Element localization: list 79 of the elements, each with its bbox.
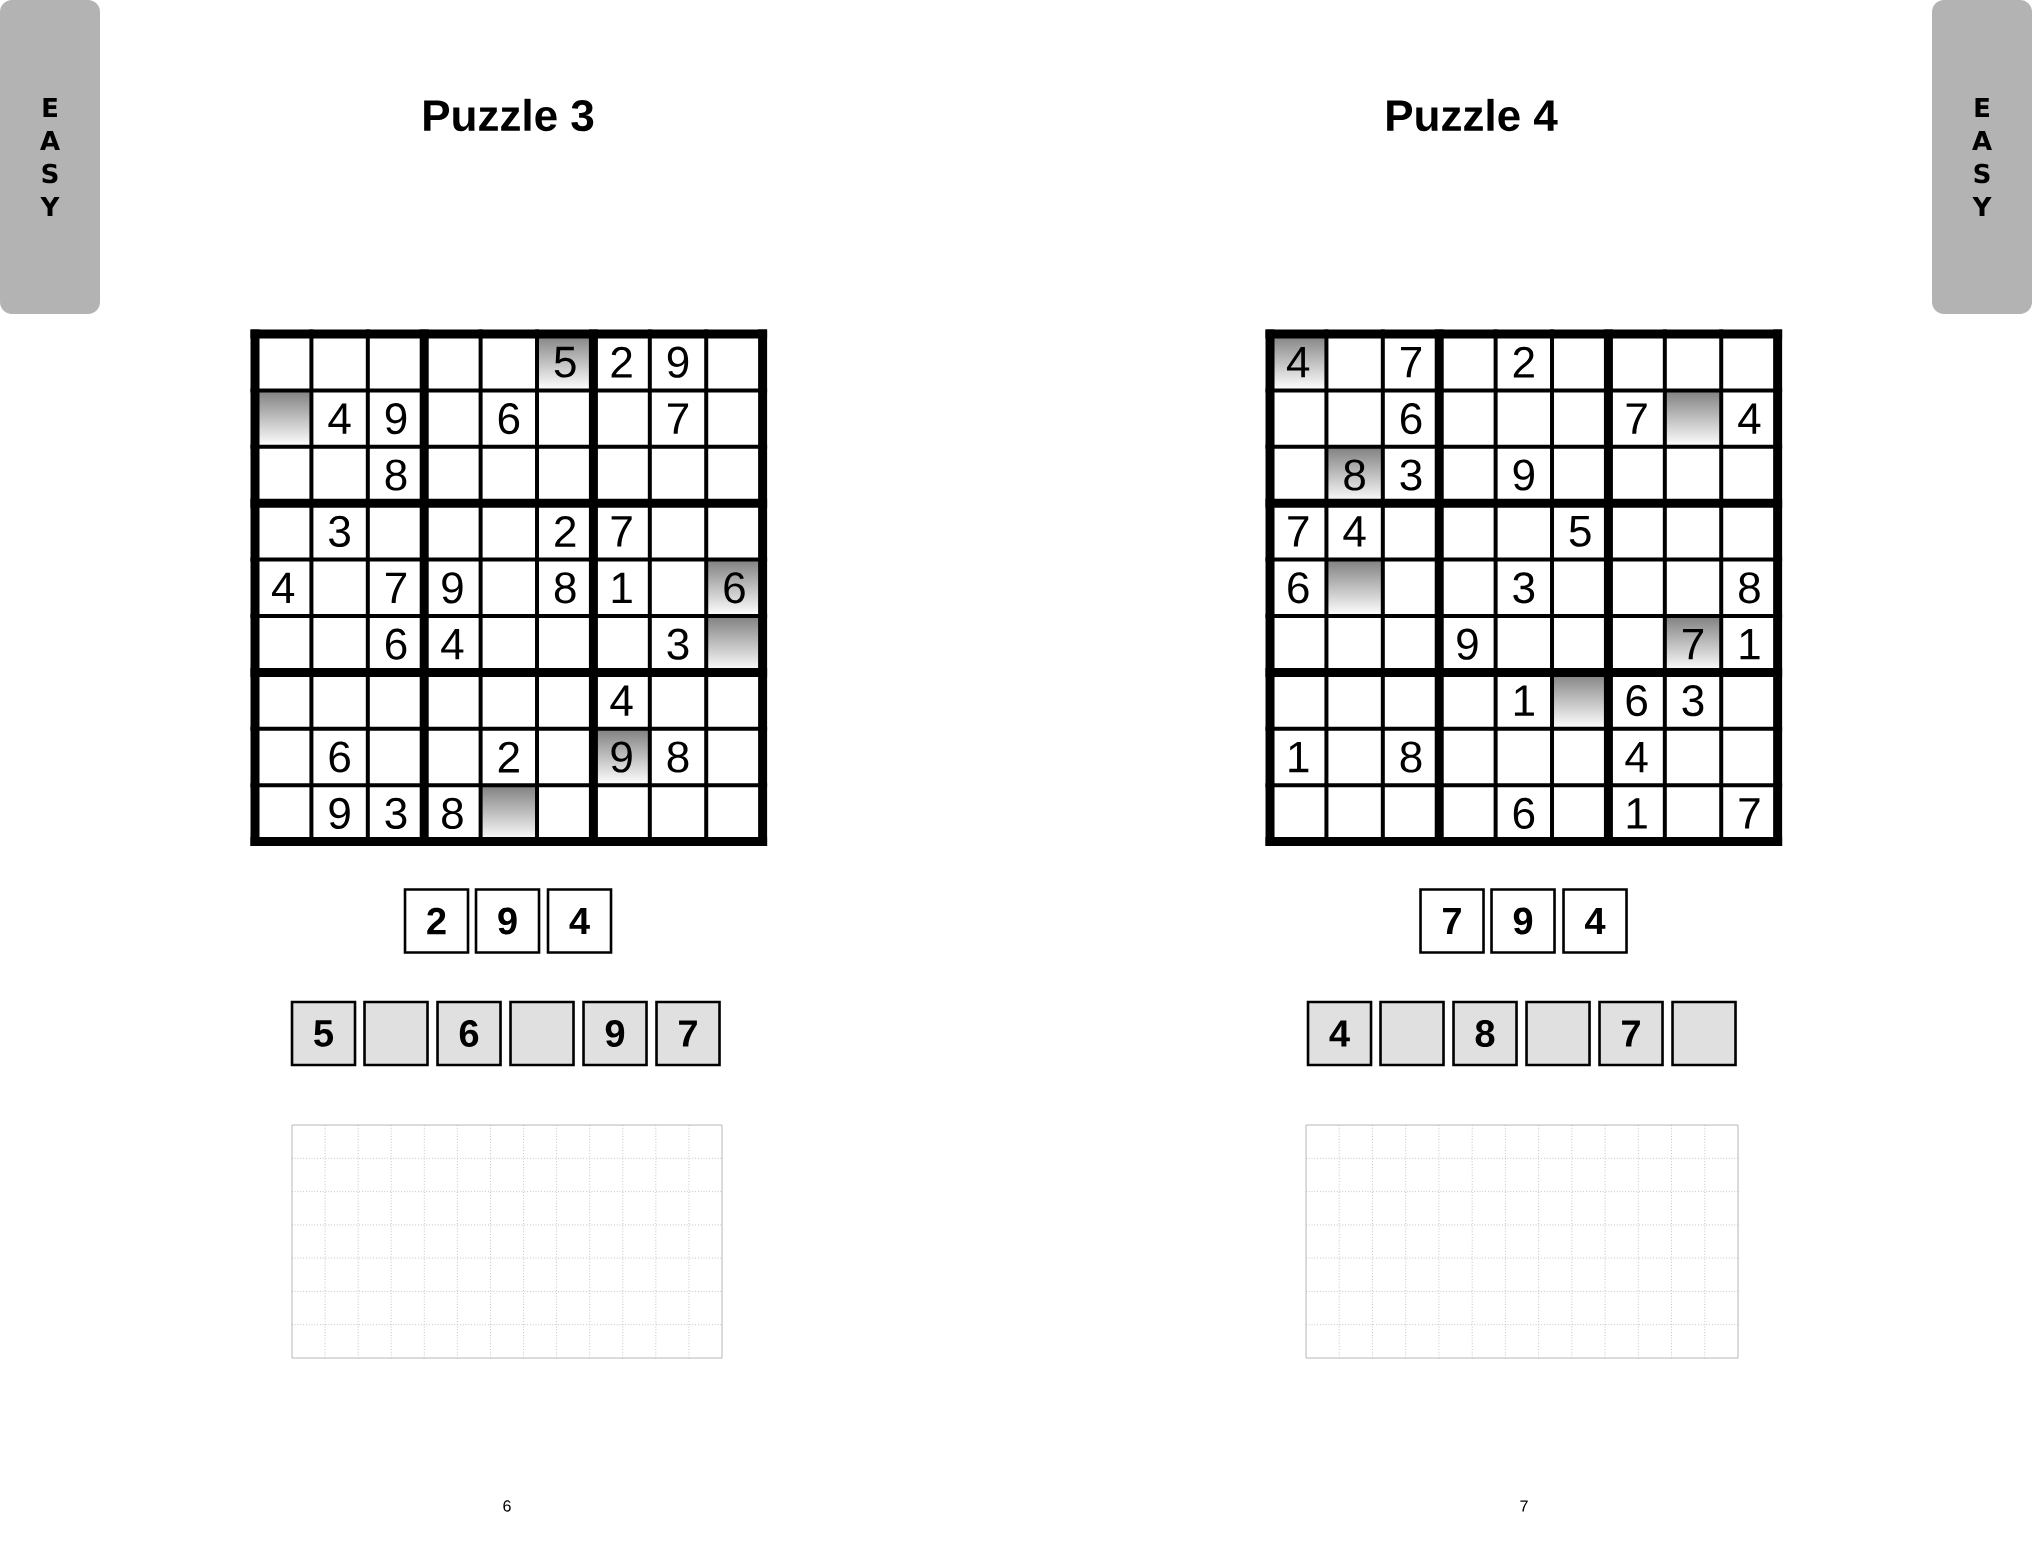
grid-number: 2 — [1513, 346, 1534, 378]
number-box: 2 — [403, 888, 470, 954]
grid-number: 5 — [554, 346, 576, 378]
answer-box: 7 — [1598, 1000, 1664, 1067]
puzzle-title: Puzzle 3 — [424, 98, 594, 132]
grid-number: 9 — [667, 346, 689, 378]
grid-number: 7 — [1401, 347, 1422, 378]
grid-number: 3 — [1513, 572, 1535, 604]
grid-number: 4 — [1738, 403, 1761, 434]
grid-number: 6 — [1626, 685, 1647, 717]
grid-number: 8 — [385, 459, 407, 491]
answer-box: 7 — [655, 1000, 721, 1067]
grid-number: 4 — [1287, 347, 1310, 378]
grid-number: 4 — [1343, 516, 1366, 547]
grid-number: 8 — [554, 572, 576, 604]
side-tab: E A S Y — [1932, 0, 2032, 314]
grid-number: 3 — [385, 797, 407, 829]
number-box: 4 — [1562, 888, 1628, 954]
number-box: 4 — [546, 888, 613, 954]
answer-box — [363, 1000, 429, 1067]
number-box: 9 — [474, 888, 541, 954]
grid-number: 7 — [1683, 629, 1704, 660]
page-number: 7 — [1520, 1500, 1528, 1512]
grid-number: 1 — [612, 572, 632, 603]
grid-number: 6 — [724, 572, 745, 604]
grid-number: 6 — [1401, 403, 1422, 435]
grid-number: 3 — [1400, 459, 1422, 491]
grid-number: 2 — [555, 516, 576, 547]
grid-number: 7 — [1288, 516, 1309, 547]
answer-box — [1379, 1000, 1445, 1067]
grid-number: 9 — [385, 403, 407, 435]
grid-number: 4 — [272, 572, 295, 603]
grid-number: 9 — [1457, 628, 1478, 660]
grid-number: 4 — [441, 629, 464, 660]
answer-box — [1671, 1000, 1737, 1067]
answer-box: 8 — [1452, 1000, 1518, 1067]
answer-box: 6 — [436, 1000, 502, 1067]
grid-number: 7 — [386, 572, 407, 603]
grid-number: 8 — [1739, 572, 1760, 604]
grid-number: 7 — [1626, 403, 1647, 434]
grid-number: 9 — [1513, 459, 1534, 491]
grid-number: 9 — [442, 572, 463, 604]
grid-number: 9 — [611, 741, 632, 773]
number-box: 7 — [1419, 888, 1485, 954]
grid-number: 1 — [1627, 798, 1647, 829]
grid-number: 9 — [329, 797, 350, 829]
grid-number: 6 — [329, 741, 350, 773]
answer-box: 5 — [290, 1000, 357, 1067]
grid-number: 8 — [1400, 741, 1422, 773]
grid-number: 5 — [1569, 516, 1591, 547]
grid-number: 4 — [328, 403, 351, 434]
grid-number: 7 — [668, 403, 689, 434]
grid-number: 2 — [498, 741, 519, 773]
side-tab: E A S Y — [0, 0, 100, 314]
grid-number: 4 — [610, 685, 633, 716]
grid-number: 6 — [1513, 797, 1535, 829]
grid-number: 8 — [667, 741, 689, 773]
grid-number: 7 — [1739, 798, 1760, 829]
grid-number: 3 — [329, 515, 350, 547]
grid-number: 4 — [1625, 741, 1648, 773]
grid-number: 6 — [498, 403, 520, 435]
grid-number: 3 — [667, 628, 689, 660]
grid-number: 3 — [1682, 685, 1704, 717]
grid-number: 1 — [1289, 741, 1309, 773]
number-box: 9 — [1490, 888, 1556, 954]
grid-number: 1 — [1514, 685, 1534, 716]
answer-box — [509, 1000, 575, 1067]
answer-box: 4 — [1306, 1000, 1373, 1067]
grid-number: 8 — [442, 797, 463, 829]
grid-number: 1 — [1740, 629, 1760, 660]
grid-number: 6 — [1288, 572, 1309, 604]
grid-number: 8 — [1344, 459, 1365, 491]
answer-box — [1525, 1000, 1591, 1067]
grid-number: 7 — [611, 516, 632, 547]
puzzle-title: Puzzle 4 — [1387, 98, 1558, 132]
answer-box: 9 — [582, 1000, 648, 1067]
page-number: 6 — [503, 1500, 511, 1512]
grid-number: 6 — [386, 628, 407, 660]
grid-number: 2 — [611, 346, 632, 378]
